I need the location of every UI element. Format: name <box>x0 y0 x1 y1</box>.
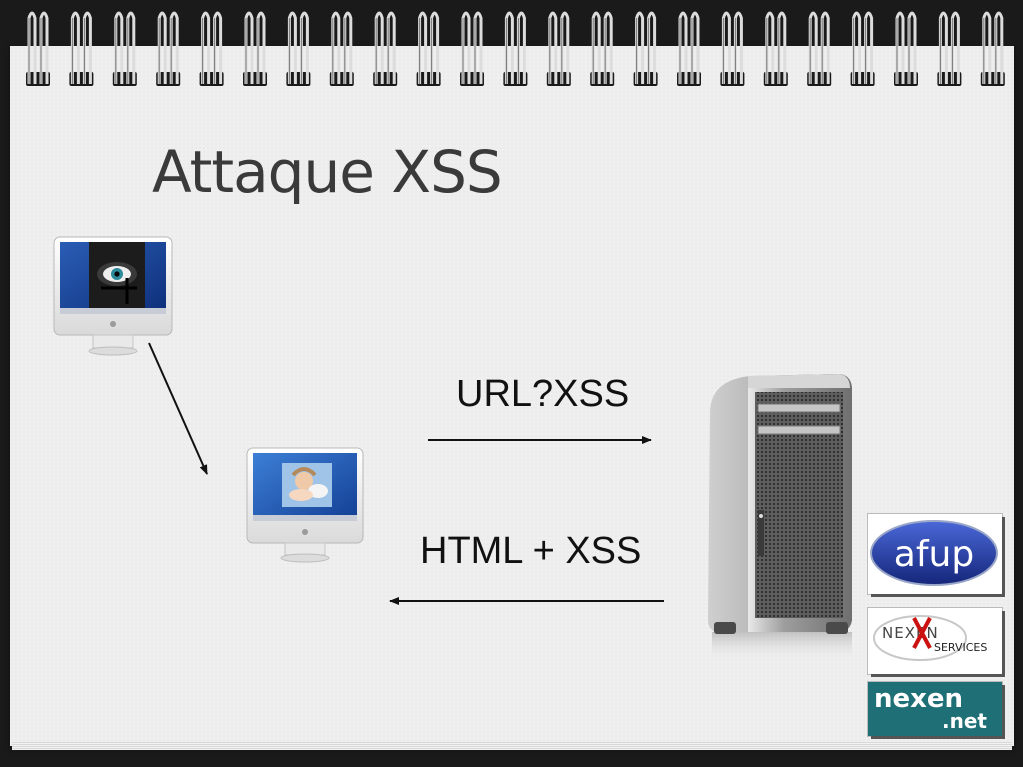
nexen-services-logo: NEXEN SERVICES <box>868 608 1002 674</box>
nexen-services-badge-icon: NEXEN SERVICES <box>873 615 987 661</box>
binding-ring <box>243 11 267 86</box>
request-label: URL?XSS <box>456 373 630 415</box>
nexen-net-badge-icon: nexen .net <box>874 684 987 733</box>
paper-stack-edge <box>12 742 1012 750</box>
mac-pro-server-icon <box>708 374 852 662</box>
nexen-net-logo: nexen .net <box>868 682 1002 736</box>
binding-ring <box>26 11 50 86</box>
binding-ring <box>503 11 528 86</box>
nexen-net-brand: nexen <box>874 684 963 714</box>
afup-logo: afup <box>868 514 1002 594</box>
afup-logo-text: afup <box>894 534 974 575</box>
page-title: Attaque XSS <box>152 138 503 206</box>
binding-ring <box>373 11 398 86</box>
binding-ring <box>329 11 354 86</box>
imac-eye-icon <box>53 236 173 356</box>
afup-badge-icon: afup <box>870 520 998 586</box>
binding-ring <box>156 11 181 86</box>
binding-ring <box>850 11 875 86</box>
nexen-net-suffix: .net <box>942 709 987 733</box>
binding-ring <box>286 11 311 86</box>
binding-ring <box>416 11 441 86</box>
binding-ring <box>763 11 788 86</box>
binding-ring <box>69 11 94 86</box>
binding-ring <box>980 11 1005 86</box>
nexen-services-text: SERVICES <box>934 641 987 654</box>
binding-ring <box>720 11 745 86</box>
imac-angel-icon <box>246 447 364 563</box>
binding-ring <box>807 11 832 86</box>
binding-ring <box>633 11 658 86</box>
binding-ring <box>112 11 137 86</box>
binding-ring <box>199 11 224 86</box>
response-label: HTML + XSS <box>420 530 642 572</box>
binding-ring <box>546 11 571 86</box>
binding-ring <box>894 11 918 86</box>
binding-ring <box>460 11 484 86</box>
spiral-binding <box>26 11 1005 86</box>
binding-ring <box>937 11 962 86</box>
binding-ring <box>590 11 615 86</box>
binding-ring <box>677 11 701 86</box>
nexen-services-brand: NEXEN <box>882 624 939 642</box>
